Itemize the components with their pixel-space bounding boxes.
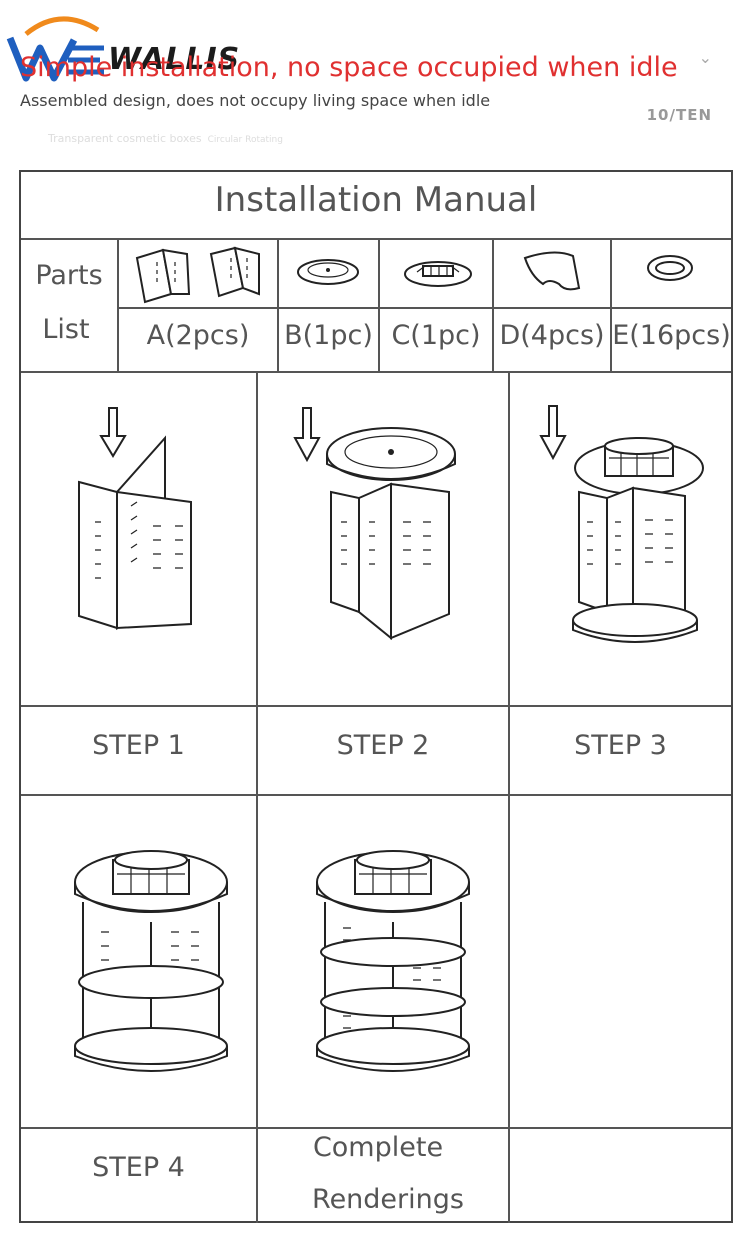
complete-rendering-illustration: [316, 850, 470, 1072]
subheadline: Assembled design, does not occupy living…: [20, 91, 491, 110]
compartment-tray-icon: [404, 261, 472, 287]
step-1-label: STEP 1: [92, 730, 185, 761]
round-top-tray-icon: [297, 259, 359, 285]
step-4-label: STEP 4: [92, 1152, 185, 1183]
page-header: WALLIS Simple installation, no space occ…: [0, 0, 750, 160]
part-code-e: E(16pcs): [612, 320, 731, 351]
part-code-b: B(1pc): [284, 320, 373, 351]
divider-panel-icon: [135, 246, 260, 304]
quarter-shelf-icon: [523, 251, 581, 291]
step-3-illustration: [539, 405, 704, 643]
step-1-illustration: [78, 407, 192, 631]
page-number: 10/TEN: [646, 106, 712, 124]
headline: Simple installation, no space occupied w…: [20, 52, 678, 83]
parts-label-list: List: [42, 314, 90, 345]
step-2-label: STEP 2: [336, 730, 430, 761]
complete-renderings-label-line2: Renderings: [312, 1184, 464, 1215]
complete-renderings-label-line1: Complete: [312, 1132, 444, 1163]
brand-logo: WALLIS: [6, 12, 248, 82]
parts-label: Parts: [35, 260, 103, 291]
installation-manual-table: Installation Manual Parts List A(2pcs) B…: [19, 170, 733, 1223]
step-3-label: STEP 3: [574, 730, 667, 761]
part-code-d: D(4pcs): [499, 320, 605, 351]
ring-connector-icon: [647, 255, 693, 281]
chevron-down-icon: ⌄: [698, 48, 712, 67]
part-code-c: C(1pc): [391, 320, 481, 351]
step-4-illustration: [74, 850, 228, 1072]
wallis-logo-icon: [6, 16, 104, 82]
manual-title: Installation Manual: [214, 180, 538, 220]
part-code-a: A(2pcs): [146, 320, 250, 351]
brand-name: WALLIS: [108, 42, 241, 77]
step-2-illustration: [293, 407, 456, 641]
